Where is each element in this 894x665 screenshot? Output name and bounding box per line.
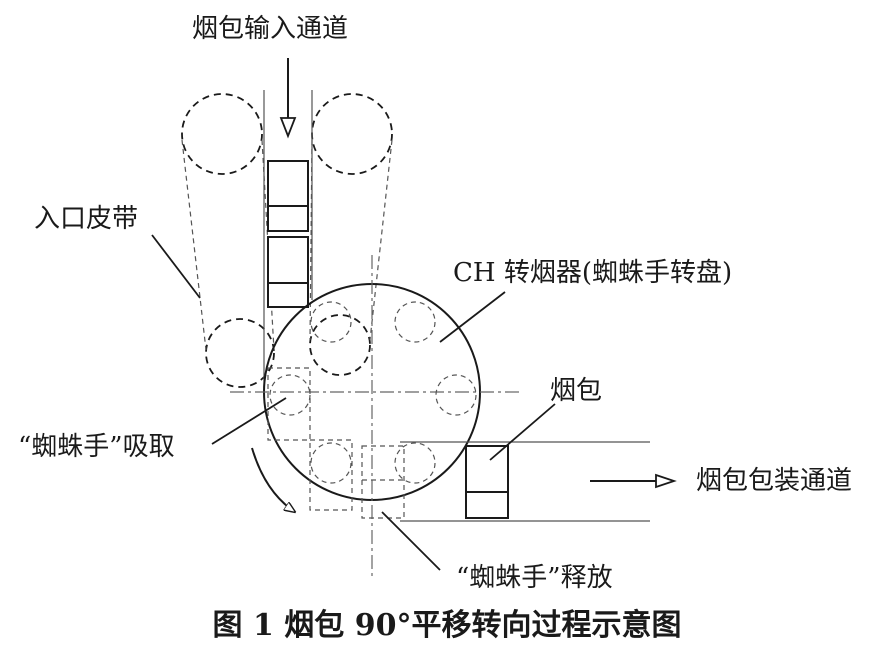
input-arrow-head xyxy=(281,118,295,136)
suction-cup xyxy=(395,302,435,342)
label-spider-pick: “蜘蛛手”吸取 xyxy=(18,432,175,462)
ch-turner-disk xyxy=(230,255,520,580)
leader-spider-release xyxy=(382,512,440,570)
pack-box xyxy=(268,237,308,307)
belt-left-inner xyxy=(262,140,274,350)
belt-right-outer xyxy=(370,140,392,340)
belt-pulley-bottom-left xyxy=(206,319,274,387)
suction-cup xyxy=(436,375,476,415)
pack-box xyxy=(268,161,308,231)
label-input-channel: 烟包输入通道 xyxy=(192,14,349,44)
label-entry-belt: 入口皮带 xyxy=(34,204,139,234)
figure-caption: 图 1 烟包 90°平移转向过程示意图 xyxy=(212,608,682,643)
leader-entry-belt xyxy=(152,235,200,298)
leader-lines xyxy=(152,235,555,570)
pack-transition-positions xyxy=(268,368,404,518)
suction-cup xyxy=(311,443,351,483)
label-pack-channel: 烟包包装通道 xyxy=(696,466,853,496)
label-ch-turner: CH 转烟器(蜘蛛手转盘) xyxy=(453,258,733,288)
belt-pulley-top-right xyxy=(312,94,392,174)
leader-spider-pick xyxy=(212,398,286,444)
pack-box xyxy=(466,446,508,518)
label-spider-release: “蜘蛛手”释放 xyxy=(456,563,613,593)
suction-cup xyxy=(395,443,435,483)
leader-pack xyxy=(490,404,555,460)
suction-cup xyxy=(270,375,310,415)
input-channel xyxy=(264,58,312,388)
suction-cup xyxy=(311,302,351,342)
belt-left-outer xyxy=(182,140,206,350)
belt-right-inner xyxy=(310,140,312,340)
belt-pulley-top-left xyxy=(182,94,262,174)
output-arrow-head xyxy=(656,475,674,487)
input-packs xyxy=(268,161,308,307)
belt-pulley-bottom-right xyxy=(310,315,370,375)
leader-ch-turner xyxy=(440,292,505,342)
rotation-arrow xyxy=(252,448,295,512)
label-pack: 烟包 xyxy=(550,376,603,406)
pack-channel xyxy=(400,442,674,521)
